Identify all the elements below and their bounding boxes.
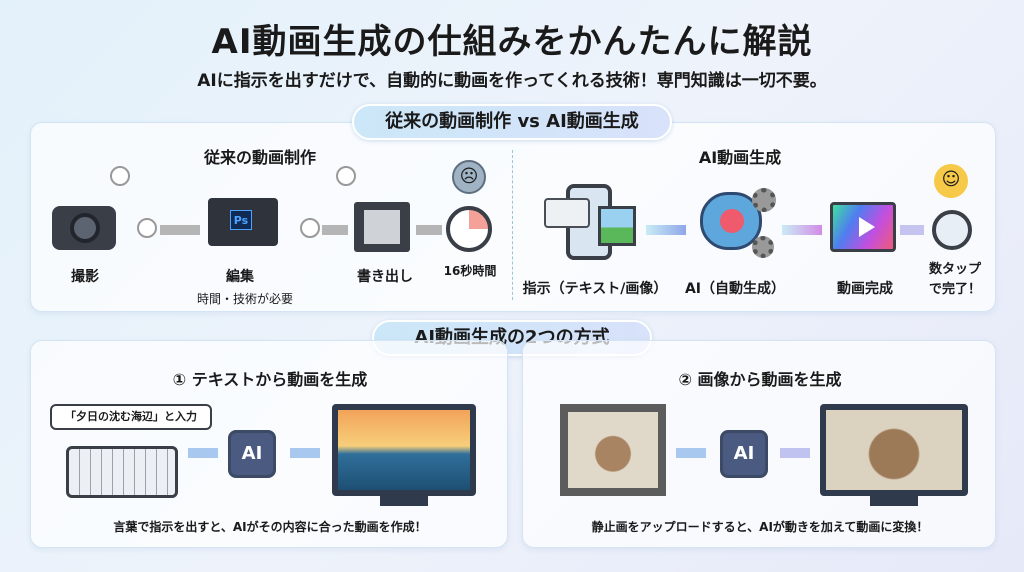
clock-icon: [300, 218, 320, 238]
ai-brain-icon: [700, 192, 762, 250]
clock-icon: [110, 166, 130, 186]
image-icon: [598, 206, 636, 246]
gear-icon: [752, 236, 774, 258]
clock-icon: [446, 206, 492, 252]
keyboard-icon: [66, 446, 178, 498]
arrow: [676, 448, 706, 458]
monitor-stand: [870, 496, 918, 506]
sunset-video-monitor: [332, 404, 476, 496]
image-to-video-heading: ② 画像から動画を生成: [678, 370, 842, 389]
step-instruction: 指示（テキスト/画像）: [522, 281, 668, 297]
clock-icon: [137, 218, 157, 238]
divider: [512, 150, 513, 300]
monitor-stand: [380, 496, 428, 506]
step-shoot: 撮影: [71, 269, 99, 285]
ai-chip-icon: AI: [720, 430, 768, 478]
arrow: [160, 225, 200, 235]
traditional-heading: 従来の動画制作: [203, 148, 316, 167]
arrow: [780, 448, 810, 458]
smile-face-icon: ☺: [934, 164, 968, 198]
edit-note: 時間・技術が必要: [196, 292, 293, 306]
sad-face-icon: ☹: [452, 160, 486, 194]
gradient-arrow: [646, 225, 686, 235]
photoshop-icon: Ps: [230, 210, 252, 230]
prompt-bubble: 「夕日の沈む海辺」と入力: [50, 404, 212, 430]
framed-cat-photo: [560, 404, 666, 496]
arrow: [290, 448, 320, 458]
page-title: AI動画生成の仕組みをかんたんに解説: [211, 22, 813, 62]
chat-bubble-icon: [544, 198, 590, 228]
comparison-pill: 従来の動画制作 vs AI動画生成: [352, 104, 672, 140]
finish-line1: 数タップ: [928, 262, 981, 277]
ai-heading: AI動画生成: [698, 148, 782, 167]
ai-chip-icon: AI: [228, 430, 276, 478]
arrow: [322, 225, 348, 235]
step-ai: AI（自動生成）: [684, 281, 786, 297]
step-export: 書き出し: [357, 269, 413, 285]
cat-video-monitor: [820, 404, 968, 496]
step-time: 16秒時間: [443, 264, 497, 278]
stopwatch-icon: [932, 210, 972, 250]
arrow: [416, 225, 442, 235]
image-to-video-caption: 静止画をアップロードすると、AIが動きを加えて動画に変換！: [591, 520, 929, 534]
clock-icon: [336, 166, 356, 186]
camera-icon: [52, 206, 116, 250]
text-to-video-heading: ① テキストから動画を生成: [172, 370, 368, 389]
step-edit: 編集: [226, 269, 254, 285]
gear-icon: [752, 188, 776, 212]
text-to-video-caption: 言葉で指示を出すと、AIがその内容に合った動画を作成！: [113, 520, 427, 534]
gradient-arrow: [782, 225, 822, 235]
step-done: 動画完成: [837, 281, 893, 297]
page-subtitle: AIに指示を出すだけで、自動的に動画を作ってくれる技術！専門知識は一切不要。: [197, 71, 827, 91]
play-icon: [720, 209, 744, 233]
arrow: [188, 448, 218, 458]
finish-line2: で完了！: [928, 282, 981, 297]
gradient-arrow: [900, 225, 924, 235]
film-icon: [354, 202, 410, 252]
monitor-icon: Ps: [208, 198, 278, 246]
video-player-icon: [830, 202, 896, 252]
